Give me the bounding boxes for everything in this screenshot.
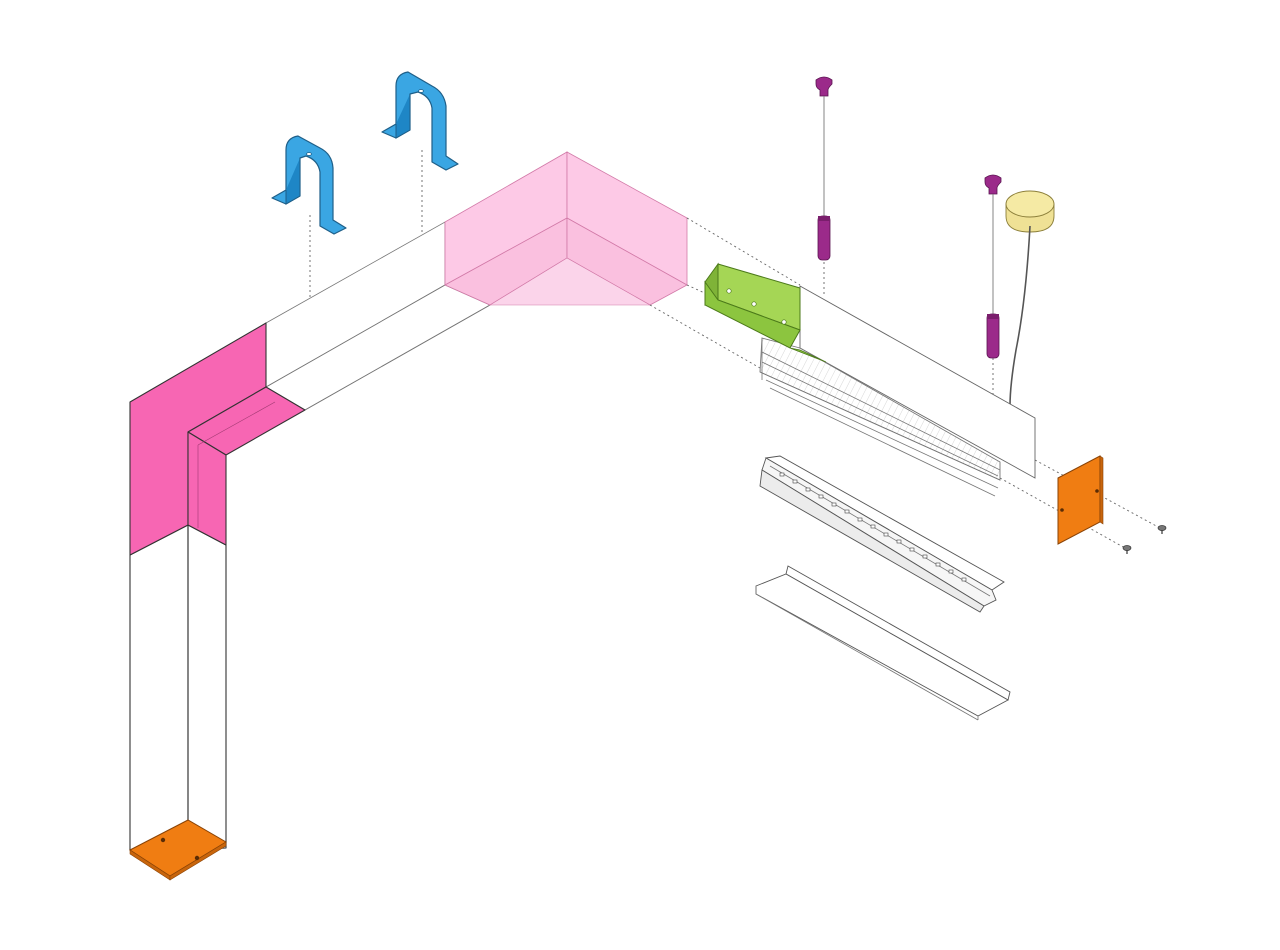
cable-gripper-2: [986, 313, 1000, 359]
mounting-bracket-2: [381, 71, 459, 171]
suspension-cable-1: [815, 76, 833, 261]
corner-cover-box: [444, 151, 688, 306]
vertical-profile-side-face: [187, 524, 227, 851]
ceiling-anchor-1: [815, 76, 833, 97]
bracket-2-body: [381, 71, 459, 171]
bracket-1-body: [271, 135, 347, 235]
diffuser-cover: [755, 565, 1011, 721]
end-cap-right: [1057, 455, 1104, 545]
joint-connector: [704, 262, 827, 363]
end-cap-right-face: [1057, 455, 1101, 545]
power-canopy: [1005, 190, 1055, 407]
cable-gripper-1: [817, 215, 831, 261]
mounting-bracket-1: [271, 135, 347, 235]
end-cap-bottom: [129, 819, 227, 881]
led-strip: [759, 455, 1005, 613]
suspension-cable-2: [984, 174, 1002, 359]
screw-2: [1122, 545, 1132, 554]
vertical-profile-front-face: [129, 524, 189, 851]
corner-box-bottom: [488, 257, 652, 306]
led-chips: [779, 472, 967, 582]
ceiling-anchor-2: [984, 174, 1002, 195]
end-cap-bottom-face: [129, 819, 227, 877]
connector-side-plate: [704, 280, 801, 349]
profile-rib-body: [759, 337, 1001, 481]
screw-1: [1157, 525, 1167, 534]
vertical-profile: [129, 524, 227, 851]
corner-profile: [129, 322, 306, 556]
canopy-top: [1005, 190, 1055, 218]
led-strip-top: [764, 455, 1005, 591]
corner-profile-side-face: [187, 431, 227, 546]
horizontal-left-top-face: [265, 221, 446, 388]
power-cord: [1009, 225, 1031, 407]
